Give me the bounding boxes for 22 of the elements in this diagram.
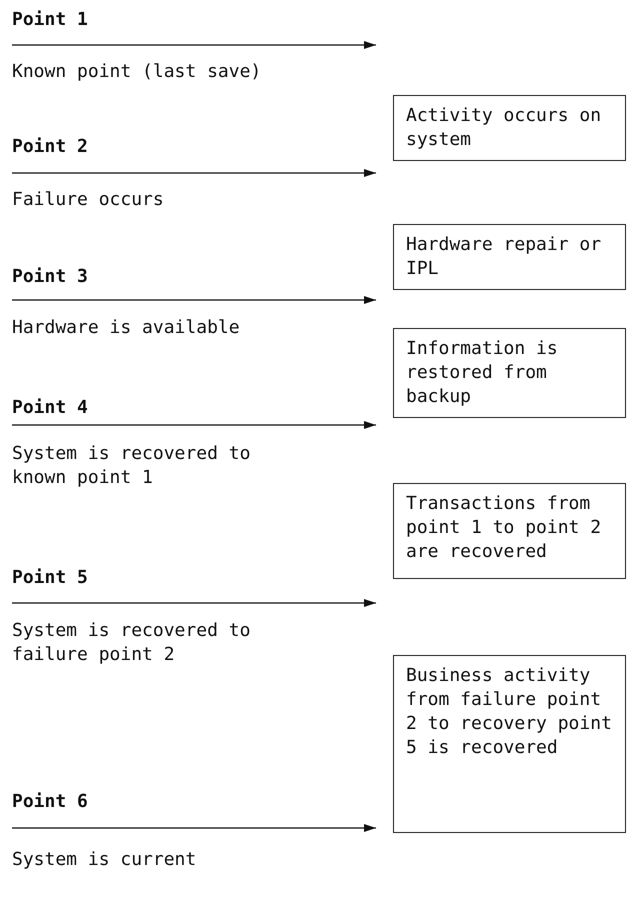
- activity-box: [393, 224, 626, 290]
- point-heading: Point 2: [12, 136, 88, 158]
- activity-box: [393, 655, 626, 833]
- box-text: Hardware repair or IPL: [406, 233, 602, 281]
- status-text: Hardware is available: [12, 316, 241, 340]
- activity-box: [393, 95, 626, 161]
- box-text: Business activity from failure point 2 to recovery point 5 is recovered: [406, 664, 613, 760]
- point-heading: Point 4: [12, 397, 88, 419]
- status-text: Failure occurs: [12, 188, 165, 212]
- activity-box: [393, 483, 626, 579]
- status-text: Known point (last save): [12, 60, 262, 84]
- point-heading: Point 6: [12, 791, 88, 813]
- status-text: System is recovered to failure point 2: [12, 619, 252, 667]
- point-heading: Point 3: [12, 266, 88, 288]
- status-text: System is recovered to known point 1: [12, 442, 252, 490]
- point-heading: Point 1: [12, 9, 88, 31]
- status-text: System is current: [12, 848, 198, 872]
- box-text: Activity occurs on system: [406, 104, 602, 152]
- point-heading: Point 5: [12, 567, 88, 589]
- box-text: Information is restored from backup: [406, 337, 559, 409]
- activity-box: [393, 328, 626, 418]
- box-text: Transactions from point 1 to point 2 are recovered: [406, 492, 602, 564]
